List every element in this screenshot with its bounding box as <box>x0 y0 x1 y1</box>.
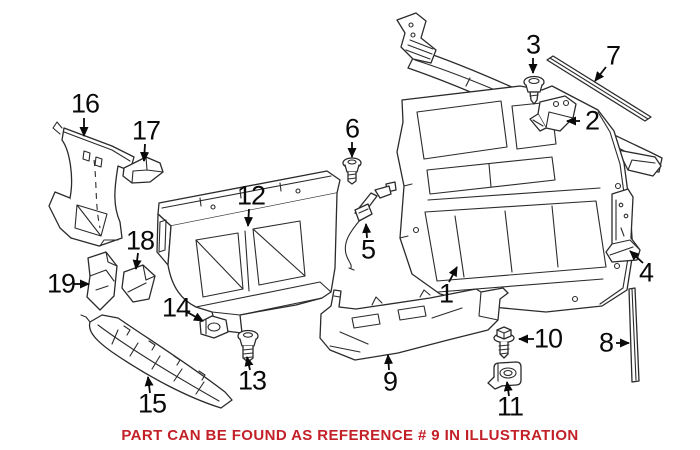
part-5-drawing <box>344 181 397 271</box>
callout-arrow-14 <box>186 311 204 322</box>
callout-18: 18 <box>125 225 155 256</box>
part-9-drawing <box>319 287 509 361</box>
callout-arrow-9 <box>384 354 394 371</box>
part-8-drawing <box>628 287 640 383</box>
callout-9: 9 <box>382 366 398 397</box>
callout-8: 8 <box>598 327 614 358</box>
callout-4: 4 <box>638 257 654 288</box>
callout-arrow-7 <box>594 66 607 82</box>
callout-arrow-13 <box>244 356 254 371</box>
callout-1: 1 <box>438 278 454 309</box>
callout-15: 15 <box>137 388 167 419</box>
part-6-drawing <box>342 157 362 185</box>
callout-14: 14 <box>161 292 191 323</box>
callout-11: 11 <box>496 391 524 422</box>
part-16-drawing <box>48 121 135 247</box>
callout-12: 12 <box>236 180 266 211</box>
callout-10: 10 <box>533 323 563 354</box>
part-3-drawing <box>523 75 545 105</box>
part-11-drawing <box>487 361 522 390</box>
callout-7: 7 <box>605 40 621 71</box>
callout-arrow-4 <box>629 250 644 264</box>
callout-arrow-11 <box>503 381 513 397</box>
callout-3: 3 <box>525 29 541 60</box>
callout-2: 2 <box>584 105 600 136</box>
callout-arrow-12 <box>244 208 254 227</box>
callout-17: 17 <box>131 115 161 146</box>
part-14-drawing <box>199 315 229 339</box>
part-15-drawing <box>80 314 233 409</box>
callout-13: 13 <box>237 365 267 396</box>
part-19-drawing <box>86 251 118 311</box>
callout-arrow-18 <box>132 252 142 270</box>
callout-arrow-15 <box>144 376 154 394</box>
callout-16: 16 <box>70 88 100 119</box>
part-12-drawing <box>156 170 341 334</box>
callout-19: 19 <box>46 268 76 299</box>
part-13-drawing <box>237 329 259 363</box>
callout-arrows <box>74 58 644 397</box>
part-4-drawing <box>605 188 641 263</box>
callout-arrow-1 <box>448 266 458 283</box>
part-18-drawing <box>121 264 156 303</box>
part-7-drawing <box>546 55 652 122</box>
callout-6: 6 <box>344 113 360 144</box>
callout-arrow-5 <box>362 223 372 239</box>
callout-arrow-17 <box>140 143 150 162</box>
callout-5: 5 <box>360 234 376 265</box>
reference-note: PART CAN BE FOUND AS REFERENCE # 9 IN IL… <box>121 427 579 444</box>
part-10-drawing <box>493 326 515 359</box>
